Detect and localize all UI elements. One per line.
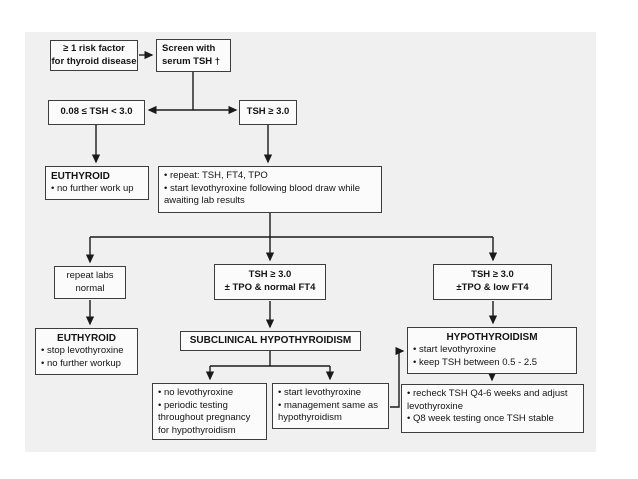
node-euthyroid-1: EUTHYROID • no further work up bbox=[45, 166, 149, 200]
node-subclinical-diagnosis: SUBCLINICAL HYPOTHYROIDISM bbox=[180, 331, 361, 351]
node-subclinical-condition-line2: ± TPO & normal FT4 bbox=[224, 282, 316, 293]
node-hypothyroid-condition-line2: ±TPO & low FT4 bbox=[456, 282, 529, 293]
node-screen-line2: serum TSH † bbox=[162, 55, 221, 67]
node-tsh-low-label: 0.08 ≤ TSH < 3.0 bbox=[60, 106, 133, 118]
node-tsh-high: TSH ≥ 3.0 bbox=[239, 100, 297, 125]
node-hypothyroidism-title: HYPOTHYROIDISM bbox=[446, 332, 538, 343]
node-recheck-bullet2: • Q8 week testing once TSH stable bbox=[407, 413, 554, 425]
node-subclinical-diagnosis-title: SUBCLINICAL HYPOTHYROIDISM bbox=[189, 335, 352, 347]
node-startlevo-bullet2: • management same as hypothyroidism bbox=[278, 399, 378, 424]
node-hypothyroid-condition: TSH ≥ 3.0 ±TPO & low FT4 bbox=[433, 264, 552, 300]
node-repeat-labs-line1: repeat labs bbox=[66, 269, 114, 281]
node-screen-tsh: Screen with serum TSH † bbox=[156, 39, 231, 72]
node-risk-factor-line1: ≥ 1 risk factor bbox=[63, 42, 125, 54]
node-repeat-tests: • repeat: TSH, FT4, TPO • start levothyr… bbox=[158, 166, 382, 213]
node-risk-factor-line2: for thyroid disease bbox=[51, 55, 137, 67]
node-hypothyroid-condition-line1: TSH ≥ 3.0 bbox=[471, 269, 514, 281]
node-tsh-high-label: TSH ≥ 3.0 bbox=[246, 106, 290, 118]
node-repeat-labs-line2: normal bbox=[75, 282, 105, 294]
arrow-startlevo-to-hypodx bbox=[390, 346, 405, 408]
node-repeat-labs-normal: repeat labs normal bbox=[54, 266, 126, 299]
node-hypothyroidism-bullet2: • keep TSH between 0.5 - 2.5 bbox=[413, 356, 538, 368]
node-risk-factor: ≥ 1 risk factor for thyroid disease bbox=[50, 40, 138, 71]
node-startlevo-bullet1: • start levothyroxine bbox=[278, 387, 362, 398]
node-repeat-tests-bullet1: • repeat: TSH, FT4, TPO bbox=[164, 170, 268, 181]
node-euthyroid-2-bullet1: • stop levothyroxine bbox=[41, 345, 124, 357]
node-hypothyroidism-bullet1: • start levothyroxine bbox=[413, 344, 497, 356]
node-recheck-bullet1: • recheck TSH Q4-6 weeks and adjust levo… bbox=[407, 388, 568, 412]
node-screen-line1: Screen with bbox=[162, 43, 216, 54]
node-tsh-low: 0.08 ≤ TSH < 3.0 bbox=[48, 100, 145, 125]
node-euthyroid-2-bullet2: • no further workup bbox=[41, 357, 121, 369]
node-start-levothyroxine-management: • start levothyroxine • management same … bbox=[272, 383, 389, 429]
node-euthyroid-2: EUTHYROID • stop levothyroxine • no furt… bbox=[35, 328, 138, 375]
node-recheck-management: • recheck TSH Q4-6 weeks and adjust levo… bbox=[401, 384, 584, 433]
node-subclinical-condition: TSH ≥ 3.0 ± TPO & normal FT4 bbox=[214, 264, 326, 300]
node-pregnancy-bullet2: • periodic testing throughout pregnancy … bbox=[158, 399, 251, 436]
node-hypothyroidism-diagnosis: HYPOTHYROIDISM • start levothyroxine • k… bbox=[407, 327, 577, 374]
node-repeat-tests-bullet2: • start levothyroxine following blood dr… bbox=[164, 182, 361, 207]
node-euthyroid-2-title: EUTHYROID bbox=[57, 333, 116, 344]
node-subclinical-condition-line1: TSH ≥ 3.0 bbox=[248, 269, 292, 281]
node-euthyroid-1-title: EUTHYROID bbox=[51, 171, 110, 182]
node-euthyroid-1-bullet1: • no further work up bbox=[51, 183, 134, 195]
node-pregnancy-management: • no levothyroxine • periodic testing th… bbox=[152, 383, 267, 440]
node-pregnancy-bullet1: • no levothyroxine bbox=[158, 387, 234, 398]
